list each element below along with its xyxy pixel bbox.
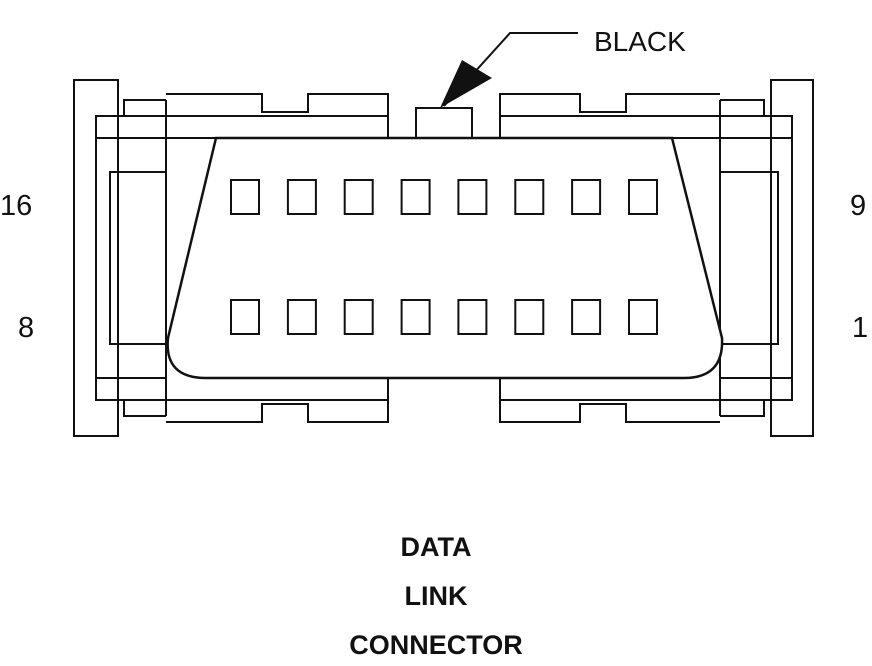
wire-color-label: BLACK [594,26,686,57]
arrow-head-icon [440,60,492,108]
pin-cavity [628,179,658,215]
pin-cavity [514,299,545,335]
pin-label-16: 16 [0,190,33,222]
left-latch-slot [109,171,167,345]
bottom-right-rail [499,378,720,423]
pin-cavity [400,299,431,335]
pin-cavity [343,299,374,335]
pin-cavity [286,179,317,215]
pin-cavity [286,299,317,335]
connector-face [166,136,724,380]
pin-cavity [343,179,374,215]
pin-cavity [457,299,488,335]
title-line-2: LINK [404,581,468,611]
pin-cavity [571,299,602,335]
pin-cavity [230,179,260,215]
pin-cavity [400,179,431,215]
right-inner-frame-lower [720,377,793,417]
pin-cavity [230,299,260,335]
pin-label-9: 9 [850,190,867,222]
pin-cavity [571,179,602,215]
pin-cavity [457,179,488,215]
right-inner-frame [720,99,793,139]
pin-cavity [628,299,658,335]
title-line-3: CONNECTOR [349,630,523,660]
left-inner-frame-lower [95,377,166,417]
top-left-rail [166,93,389,138]
bottom-left-rail [166,378,389,423]
top-right-rail [499,93,720,138]
pin-label-8: 8 [18,312,35,344]
left-inner-frame [95,99,166,139]
top-key-tab [415,107,473,139]
title-line-1: DATA [400,532,472,562]
pin-label-1: 1 [852,312,869,344]
right-outer-bracket [770,79,814,437]
pin-grid [230,179,658,335]
pin-cavity [514,179,545,215]
left-outer-bracket [73,79,119,437]
right-latch-slot [719,171,779,345]
